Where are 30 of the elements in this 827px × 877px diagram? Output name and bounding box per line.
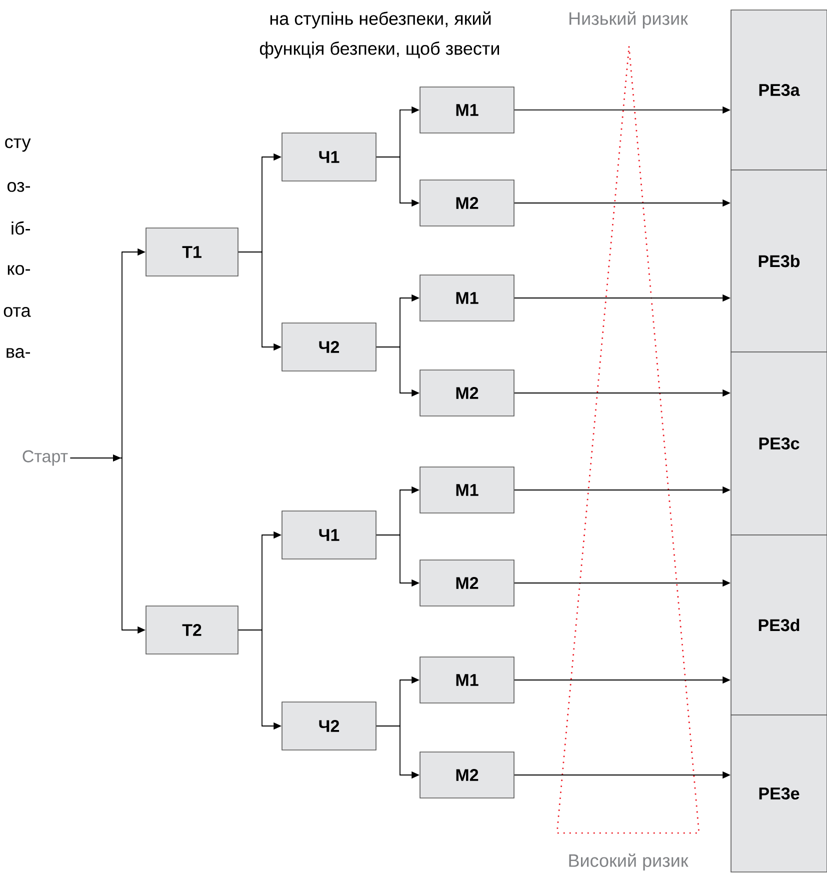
text-fragment: оз- [8,182,30,192]
start-label: Старт [22,450,68,466]
process-box: M2 [420,752,514,798]
text-fragment: сту [5,138,31,152]
text-fragment: ва- [6,348,30,358]
process-box: M2 [420,560,514,606]
risk-level-box: PE3b [730,170,827,352]
risk-level-box: PE3e [730,714,827,872]
process-box: Ч2 [282,322,376,372]
text-fragment: ко- [8,265,30,275]
process-box: T2 [146,606,238,654]
text-fragment: іб- [12,221,30,235]
risk-level-box: PE3c [730,352,827,536]
text-fragment: ота [4,307,31,317]
process-box: Ч2 [282,702,376,750]
process-box: M2 [420,180,514,226]
process-box: M1 [420,274,514,322]
risk-level-box: PE3a [730,10,827,170]
text-fragment: функція безпеки, щоб звести [260,42,499,58]
process-box: M2 [420,370,514,416]
process-box: M1 [420,656,514,704]
risk-label: Низький ризик [570,11,688,29]
process-box: M1 [420,466,514,514]
text-fragment: на ступінь небезпеки, який [270,11,491,29]
process-box: Ч1 [282,132,376,182]
risk-level-box: PE3d [730,534,827,716]
process-box: Ч1 [282,510,376,560]
process-box: M1 [420,86,514,134]
process-box: T1 [146,228,238,276]
risk-label: Високий ризик [569,853,688,871]
